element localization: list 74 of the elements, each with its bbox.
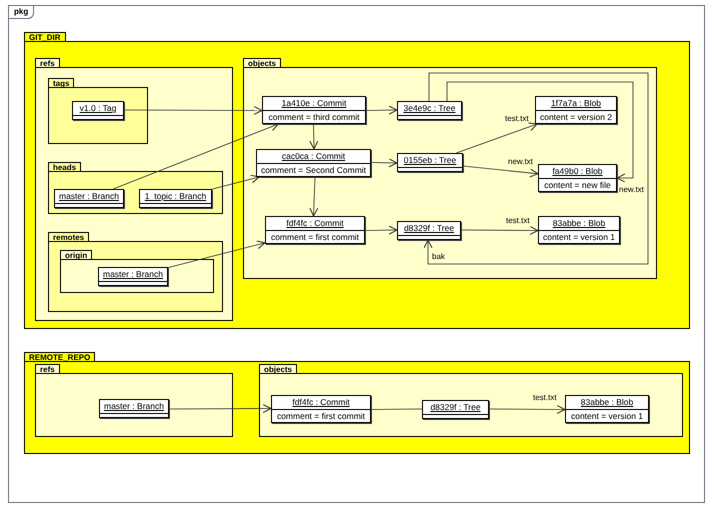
- edge-label: bak: [432, 252, 445, 261]
- object-name: 83abbe : Blob: [580, 396, 634, 409]
- arrow: [370, 158, 398, 168]
- edge-label: new.txt: [508, 157, 533, 166]
- arrow: [112, 122, 279, 190]
- object-box: [422, 400, 489, 419]
- arrow: [456, 122, 538, 154]
- attribute-text: content = new file: [543, 179, 612, 191]
- package-tab: remotes: [48, 232, 90, 242]
- object-box: [538, 216, 620, 244]
- object-box: [397, 221, 461, 240]
- object-name: master : Branch: [102, 268, 164, 281]
- object-name: cac0ca : Commit: [280, 150, 346, 163]
- object-box: [256, 149, 371, 177]
- attribute-text: content = version 1: [542, 231, 616, 243]
- arrow: [309, 124, 318, 150]
- object-box: [538, 164, 617, 192]
- arrow: [366, 106, 398, 115]
- object-name: fdf4fc : Commit: [285, 217, 345, 230]
- object-box: [565, 395, 649, 423]
- object-name: fdf4fc : Commit: [291, 396, 351, 409]
- arrow: [364, 226, 398, 235]
- object-name: v1.0 : Tag: [78, 102, 118, 115]
- package-tab: objects: [259, 364, 298, 374]
- object-box: [271, 395, 371, 423]
- arrow: [488, 404, 566, 414]
- object-name: d8329f : Tree: [429, 401, 482, 414]
- object-name: master : Branch: [58, 190, 120, 203]
- attribute-text: comment = first commit: [276, 410, 366, 422]
- object-name: master : Branch: [103, 400, 165, 413]
- object-name: 1f7a7a : Blob: [550, 97, 602, 110]
- edge-label: new.txt: [619, 185, 644, 194]
- object-name: 0155eb : Tree: [402, 154, 458, 167]
- arrow: [460, 226, 538, 235]
- object-name: 3e4e9c : Tree: [402, 102, 456, 115]
- edge-label: test.txt: [533, 393, 557, 402]
- object-box: [54, 189, 124, 208]
- object-name: d8329f : Tree: [402, 222, 456, 235]
- package-tab: origin: [60, 250, 92, 260]
- package-tab: GIT_DIR: [24, 32, 66, 42]
- arrow: [446, 82, 634, 182]
- edge-label: test.txt: [506, 216, 530, 225]
- object-box: [262, 96, 366, 124]
- object-box: [265, 216, 365, 244]
- arrow: [424, 72, 648, 264]
- object-box: [139, 189, 212, 208]
- arrow: [124, 106, 262, 115]
- attribute-text: content = version 2: [538, 111, 614, 123]
- object-box: [397, 153, 463, 172]
- arrow: [168, 404, 272, 414]
- object-name: 1_topic : Branch: [144, 190, 208, 203]
- object-box: [72, 101, 124, 120]
- edge-label: test.txt: [505, 114, 529, 123]
- attribute-text: comment = Second Commit: [260, 164, 368, 176]
- object-box: [397, 101, 462, 120]
- frame-title: pkg: [8, 5, 34, 19]
- object-name: fa49b0 : Blob: [551, 165, 604, 178]
- package-tab: refs: [35, 58, 60, 68]
- arrow: [462, 166, 538, 178]
- arrow: [309, 176, 318, 216]
- object-name: 83abbe : Blob: [552, 217, 606, 230]
- attribute-text: comment = first commit: [270, 231, 360, 243]
- attribute-text: content = version 1: [570, 410, 644, 422]
- arrow: [168, 240, 266, 268]
- attribute-text: comment = third commit: [268, 111, 360, 123]
- object-box: [98, 267, 168, 286]
- package-tab: REMOTE_REPO: [24, 352, 96, 362]
- package-tab: tags: [48, 78, 74, 88]
- package-tab: heads: [48, 162, 82, 172]
- object-box: [99, 399, 169, 418]
- package-tab: objects: [243, 58, 282, 68]
- package-tab: refs: [35, 364, 60, 374]
- object-name: 1a410e : Commit: [280, 97, 348, 110]
- object-box: [535, 96, 617, 124]
